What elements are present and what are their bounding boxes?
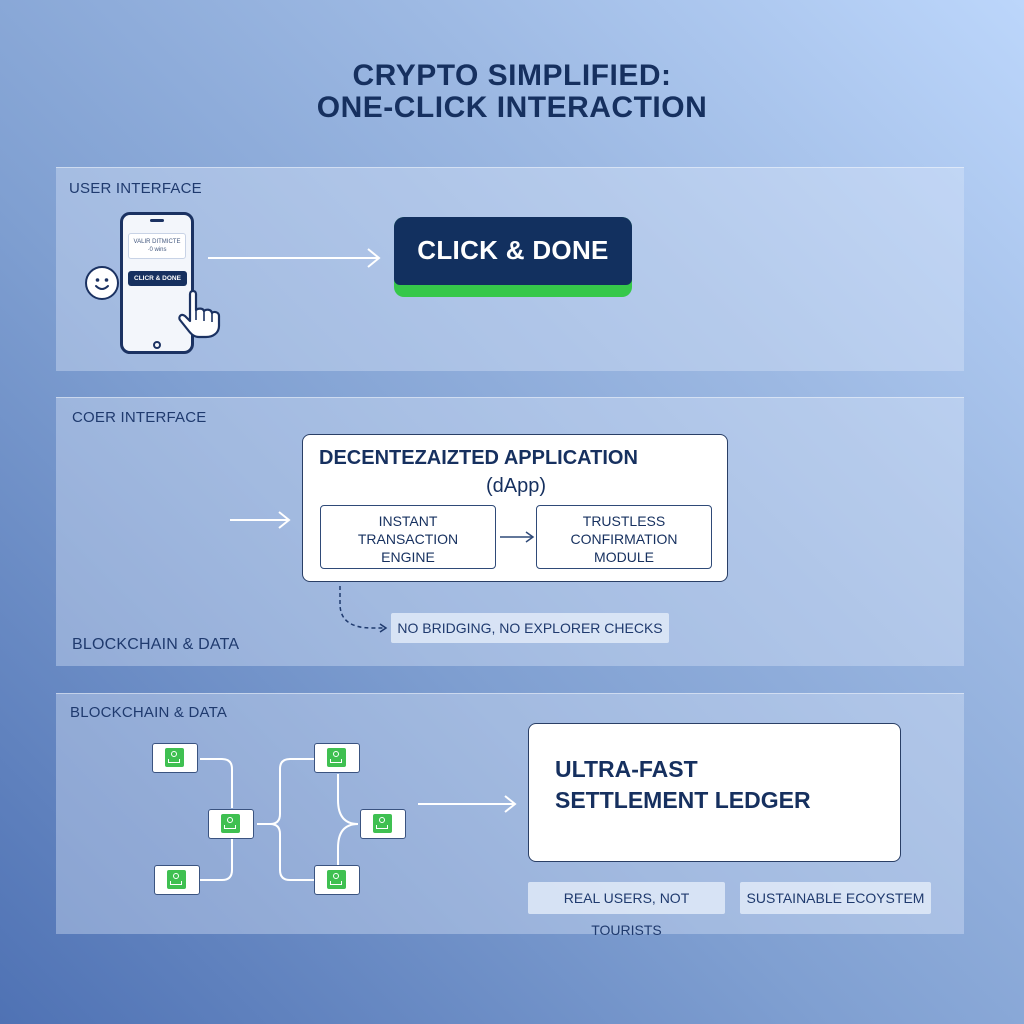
phone-home-button [153,341,161,349]
phone-notch [150,219,164,222]
settlement-ledger-box: ULTRA-FAST SETTLEMENT LEDGER [528,723,901,862]
module-connector-arrow [500,531,535,543]
sustainable-ecosystem-chip: SUSTAINABLE ECOYSTEM [740,882,931,914]
blockchain-node-6 [314,865,360,895]
blockchain-node-2 [208,809,254,839]
core-footer-label: BLOCKCHAIN & DATA [72,636,240,653]
module-right-line1: TRUSTLESS [582,513,666,529]
module-left-line1: INSTANT [378,513,438,529]
pointing-hand-icon [178,290,221,339]
ledger-line2: SETTLEMENT LEDGER [555,787,811,813]
module-right-line2: CONFIRMATION [570,531,678,547]
core-interface-label: COER INTERFACE [72,409,207,426]
dapp-title: DECENTEZAIZTED APPLICATION [319,447,638,469]
arrow-to-dapp [230,511,291,529]
dapp-subtitle: (dApp) [485,475,547,497]
no-bridging-note: NO BRIDGING, NO EXPLORER CHECKS [391,613,669,643]
blockchain-node-4 [314,743,360,773]
user-interface-label: USER INTERFACE [69,180,202,197]
node-user-icon [327,870,346,889]
ledger-title: ULTRA-FAST SETTLEMENT LEDGER [555,754,811,816]
instant-transaction-engine-module: INSTANT TRANSACTION ENGINE [320,505,496,569]
node-user-icon [327,748,346,767]
dapp-box: DECENTEZAIZTED APPLICATION (dApp) INSTAN… [302,434,728,582]
phone-click-button[interactable]: CLICR & DONE [128,271,187,286]
phone-card-line1: VALIR DITMICTE [133,239,181,245]
node-network-connections [200,758,359,881]
arrow-to-ledger [418,795,517,813]
node-user-icon [165,748,184,767]
phone-illustration: VALIR DITMICTE ·0 wins CLICR & DONE [120,212,194,354]
blockchain-node-5 [360,809,406,839]
module-left-line3: ENGINE [381,549,435,565]
arrow-to-click-button [208,248,381,268]
real-users-chip: REAL USERS, NOT TOURISTS [528,882,725,938]
page-title-line1: CRYPTO SIMPLIFIED: [352,59,672,92]
page-title-line2: ONE-CLICK INTERACTION [316,91,708,124]
phone-info-card: VALIR DITMICTE ·0 wins [128,233,186,259]
blockchain-node-3 [154,865,200,895]
smiley-face-icon [85,266,119,300]
dashed-arrow-to-note [339,586,388,633]
node-user-icon [373,814,392,833]
node-user-icon [221,814,240,833]
ledger-line1: ULTRA-FAST [555,756,698,782]
blockchain-node-1 [152,743,198,773]
trustless-confirmation-module: TRUSTLESS CONFIRMATION MODULE [536,505,712,569]
node-user-icon [167,870,186,889]
module-right-line3: MODULE [594,549,654,565]
blockchain-label: BLOCKCHAIN & DATA [70,704,228,721]
module-left-line2: TRANSACTION [357,531,459,547]
click-done-button[interactable]: CLICK & DONE [394,217,632,285]
phone-card-line2: ·0 wins [147,247,167,253]
